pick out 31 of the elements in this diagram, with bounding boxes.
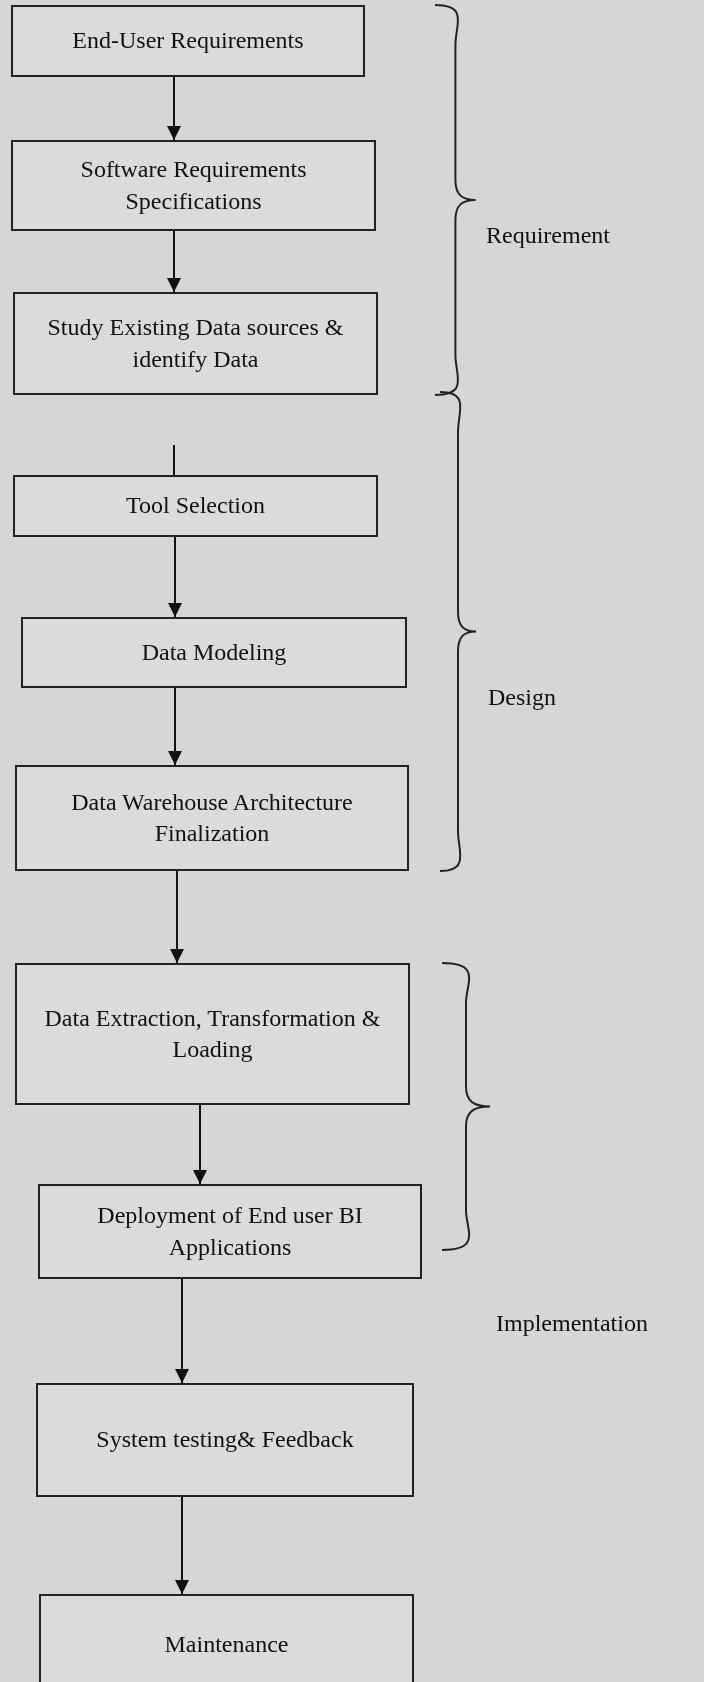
arrow — [175, 1496, 189, 1595]
arrow — [175, 1278, 189, 1384]
box-label: Data Extraction, Transformation & Loading — [43, 1003, 382, 1064]
box-label: Study Existing Data sources & identify Data — [46, 313, 345, 374]
process-box — [13, 475, 378, 537]
process-box — [15, 765, 409, 871]
box-label: Software Requirements Specifications — [79, 155, 308, 216]
process-box — [13, 292, 378, 395]
box-label: Data Modeling — [141, 637, 287, 667]
process-box — [38, 1184, 422, 1279]
arrow — [168, 536, 182, 618]
phase-label: Implementation — [496, 1310, 648, 1337]
box-label: System testing& Feedback — [96, 1425, 354, 1455]
process-box — [39, 1594, 414, 1682]
arrow — [167, 230, 181, 293]
process-box — [21, 617, 407, 688]
box-label: Data Warehouse Architecture Finalization — [70, 787, 354, 848]
process-box — [15, 963, 410, 1105]
box-label: Tool Selection — [126, 491, 265, 521]
box-label: Deployment of End user BI Applications — [96, 1201, 364, 1262]
arrow — [193, 1104, 207, 1185]
process-box — [36, 1383, 414, 1497]
phase-label: Requirement — [486, 222, 610, 249]
box-label: End-User Requirements — [72, 26, 304, 56]
arrow — [170, 870, 184, 964]
arrow — [167, 76, 181, 141]
process-box — [11, 140, 376, 231]
box-label: Maintenance — [164, 1630, 289, 1660]
phase-label: Design — [488, 684, 556, 711]
arrow — [168, 687, 182, 766]
process-box — [11, 5, 365, 77]
